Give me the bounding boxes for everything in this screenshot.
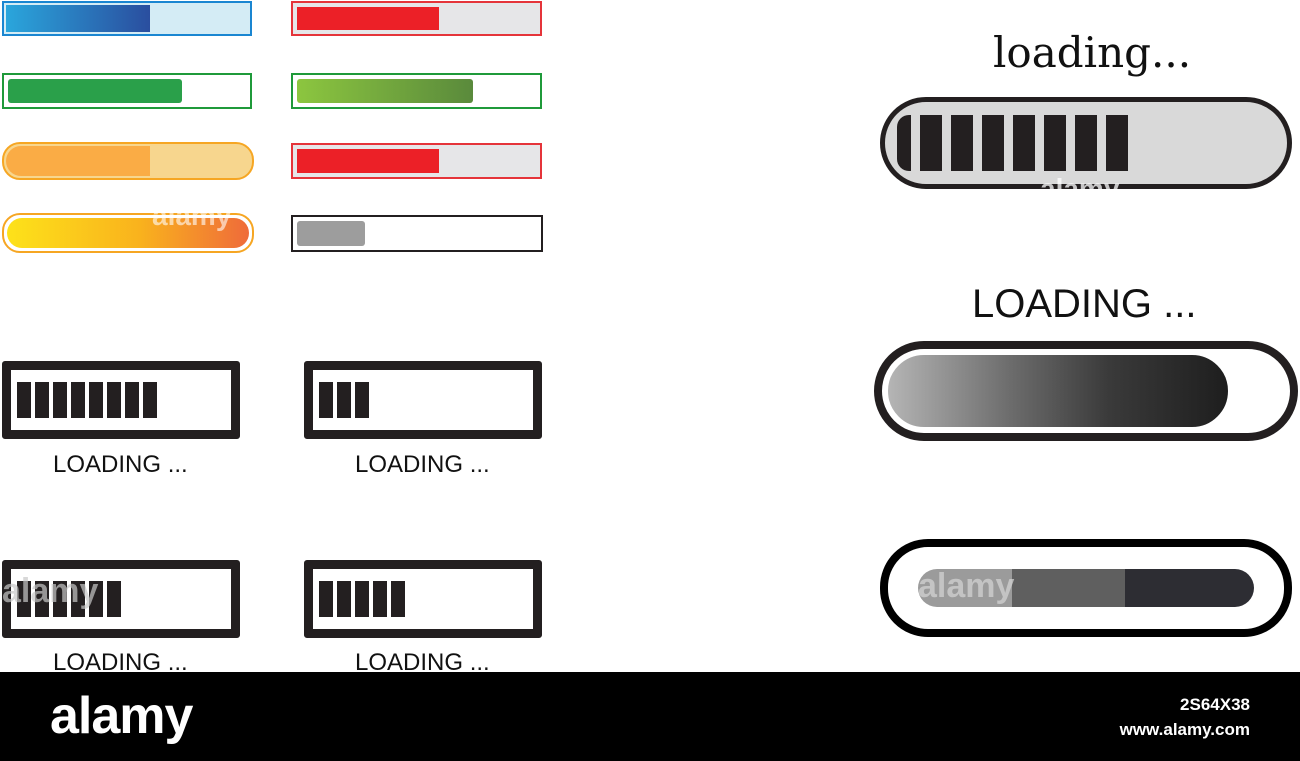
segment-block	[89, 581, 103, 617]
stepped-fill	[918, 569, 1254, 607]
large-segment-row	[897, 115, 1128, 171]
segmented-loading-box-3	[2, 560, 240, 638]
segment-row-4	[319, 581, 405, 617]
segment-block	[53, 581, 67, 617]
loading-label-1: LOADING ...	[53, 451, 188, 478]
blue-progress-fill	[6, 5, 150, 32]
large-segment-block	[1075, 115, 1097, 171]
large-gradient-fill	[886, 353, 1230, 429]
yellow-gradient-progress-fill	[7, 218, 249, 248]
green-gradient-progress-bar	[291, 73, 542, 109]
segment-block	[71, 581, 85, 617]
segmented-loading-box-4	[304, 560, 542, 638]
large-gradient-bar	[874, 341, 1298, 441]
stepped-fill-mid	[1012, 569, 1125, 607]
green-progress-fill	[8, 79, 182, 103]
gray-progress-bar	[291, 215, 543, 252]
segment-block	[107, 382, 121, 418]
segment-block	[17, 581, 31, 617]
gray-progress-fill	[297, 221, 365, 246]
segment-block	[319, 382, 333, 418]
segment-block	[89, 382, 103, 418]
large-segment-block	[982, 115, 1004, 171]
stepped-fill-dark	[1125, 569, 1254, 607]
red-progress-bar-top	[291, 1, 542, 36]
segmented-loading-box-1	[2, 361, 240, 439]
watermark-3: alamy	[2, 572, 99, 610]
segment-block	[319, 581, 333, 617]
large-segmented-bar	[880, 97, 1292, 189]
segment-block	[337, 382, 351, 418]
segment-block	[71, 382, 85, 418]
large-stepped-bar	[880, 539, 1292, 637]
large-segment-block	[920, 115, 942, 171]
segment-row-2	[319, 382, 369, 418]
red-progress-fill-top	[297, 7, 439, 30]
segment-block	[355, 382, 369, 418]
red-progress-fill-mid	[297, 149, 439, 173]
site-url: www.alamy.com	[1119, 720, 1250, 739]
stepped-fill-light	[918, 569, 1012, 607]
orange-progress-fill	[6, 146, 150, 176]
orange-progress-bar	[2, 142, 254, 180]
segment-block	[391, 581, 405, 617]
watermark-4: alamy	[918, 567, 1015, 605]
blue-progress-bar	[2, 1, 252, 36]
stock-footer: alamy 2S64X38 www.alamy.com	[0, 672, 1300, 761]
large-segment-block	[1013, 115, 1035, 171]
large-segment-block	[951, 115, 973, 171]
large-segment-block	[1106, 115, 1128, 171]
segment-block	[337, 581, 351, 617]
large-segment-block	[1044, 115, 1066, 171]
segment-row-1	[17, 382, 157, 418]
green-progress-bar	[2, 73, 252, 109]
loading-label-2: LOADING ...	[355, 451, 490, 478]
segment-block	[107, 581, 121, 617]
footer-image-info: 2S64X38 www.alamy.com	[1120, 692, 1250, 742]
loading-label-4: LOADING ...	[355, 649, 490, 676]
segment-block	[355, 581, 369, 617]
loading-title-lowercase: loading...	[993, 28, 1192, 77]
watermark-1: alamy	[152, 200, 232, 231]
segmented-loading-box-2	[304, 361, 542, 439]
segment-block	[35, 581, 49, 617]
red-progress-bar-mid	[291, 143, 542, 179]
green-gradient-progress-fill	[297, 79, 473, 103]
segment-block	[17, 382, 31, 418]
segment-block	[35, 382, 49, 418]
alamy-logo: alamy	[50, 687, 193, 745]
image-id: 2S64X38	[1180, 695, 1250, 714]
loading-title-uppercase: LOADING ...	[972, 282, 1197, 326]
segment-row-3	[17, 581, 121, 617]
segment-block	[125, 382, 139, 418]
loading-label-3: LOADING ...	[53, 649, 188, 676]
large-segment-block	[897, 115, 911, 171]
segment-block	[143, 382, 157, 418]
yellow-gradient-progress-bar	[2, 213, 254, 253]
segment-block	[53, 382, 67, 418]
watermark-2: alamy	[1040, 173, 1120, 204]
segment-block	[373, 581, 387, 617]
